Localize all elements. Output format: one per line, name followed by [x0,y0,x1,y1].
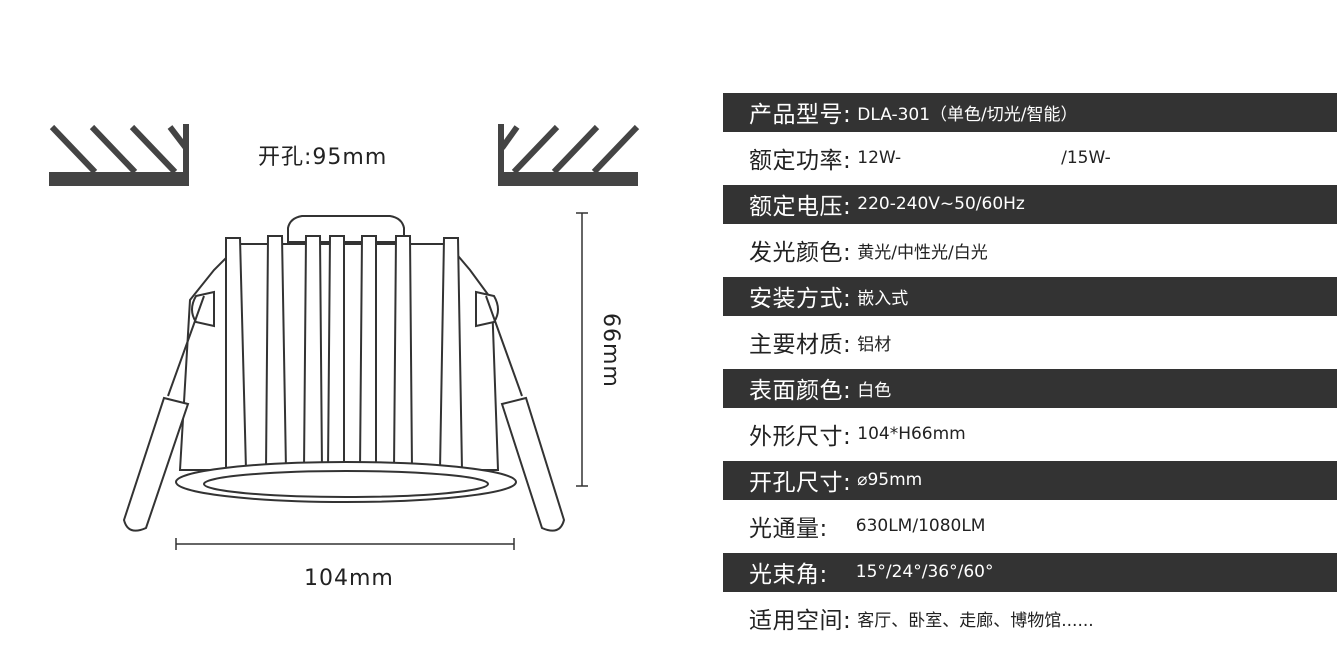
height-dimension-label: 66mm [598,313,623,388]
spec-label: 额定功率: [749,148,852,174]
spec-row: 开孔尺寸:⌀95mm [723,460,1337,500]
spec-label: 光通量: [749,516,828,542]
spec-label: 开孔尺寸: [749,470,852,496]
spec-value: DLA-301（单色/切光/智能） [857,104,1078,125]
spec-label: 主要材质: [749,332,852,358]
spec-value: 12W- [857,148,902,168]
spec-label: 适用空间: [749,608,852,634]
downlight-body [122,215,566,532]
spec-row: 额定功率:12W- /15W- [723,135,1337,181]
spec-row: 额定电压:220-240V~50/60Hz [723,184,1337,224]
spec-row: 光束角: 15°/24°/36°/60° [723,552,1337,592]
spec-value: ⌀95mm [857,470,923,490]
width-dimension [175,538,515,550]
spec-row: 安装方式:嵌入式 [723,276,1337,316]
spec-value: 铝材 [857,334,892,355]
spec-table: 产品型号:DLA-301（单色/切光/智能） 额定功率:12W- /15W- 额定电压… [723,89,1337,641]
spec-value-secondary: /15W- [1061,148,1111,168]
spec-value: 630LM/1080LM [855,516,986,536]
spec-row: 主要材质:铝材 [723,319,1337,365]
spec-label: 额定电压: [749,194,852,220]
hole-dimension-label: 开孔:95mm [258,145,387,170]
spec-value: 黄光/中性光/白光 [857,242,988,263]
spec-value: 客厅、卧室、走廊、博物馆...... [857,610,1094,631]
spec-row: 光通量: 630LM/1080LM [723,503,1337,549]
spec-value: 220-240V~50/60Hz [857,194,1025,214]
spec-row: 表面颜色:白色 [723,368,1337,408]
spec-value: 104*H66mm [857,424,966,444]
spec-value: 嵌入式 [857,288,909,309]
width-dimension-label: 104mm [304,566,394,591]
spec-label: 发光颜色: [749,240,852,266]
spec-label: 外形尺寸: [749,424,852,450]
spec-label: 产品型号: [749,102,852,128]
spec-label: 表面颜色: [749,378,852,404]
spec-label: 安装方式: [749,286,852,312]
product-drawing: 开孔:95mm 66mm [49,124,640,591]
ceiling-left [49,124,189,186]
spec-row: 产品型号:DLA-301（单色/切光/智能） [723,92,1337,132]
spec-row: 适用空间:客厅、卧室、走廊、博物馆...... [723,595,1337,641]
spec-row: 发光颜色:黄光/中性光/白光 [723,227,1337,273]
spec-value: 15°/24°/36°/60° [855,562,994,582]
height-dimension [576,212,588,487]
spec-label: 光束角: [749,562,828,588]
spec-value: 白色 [857,380,892,401]
ceiling-right [498,124,640,186]
spec-row: 外形尺寸:104*H66mm [723,411,1337,457]
